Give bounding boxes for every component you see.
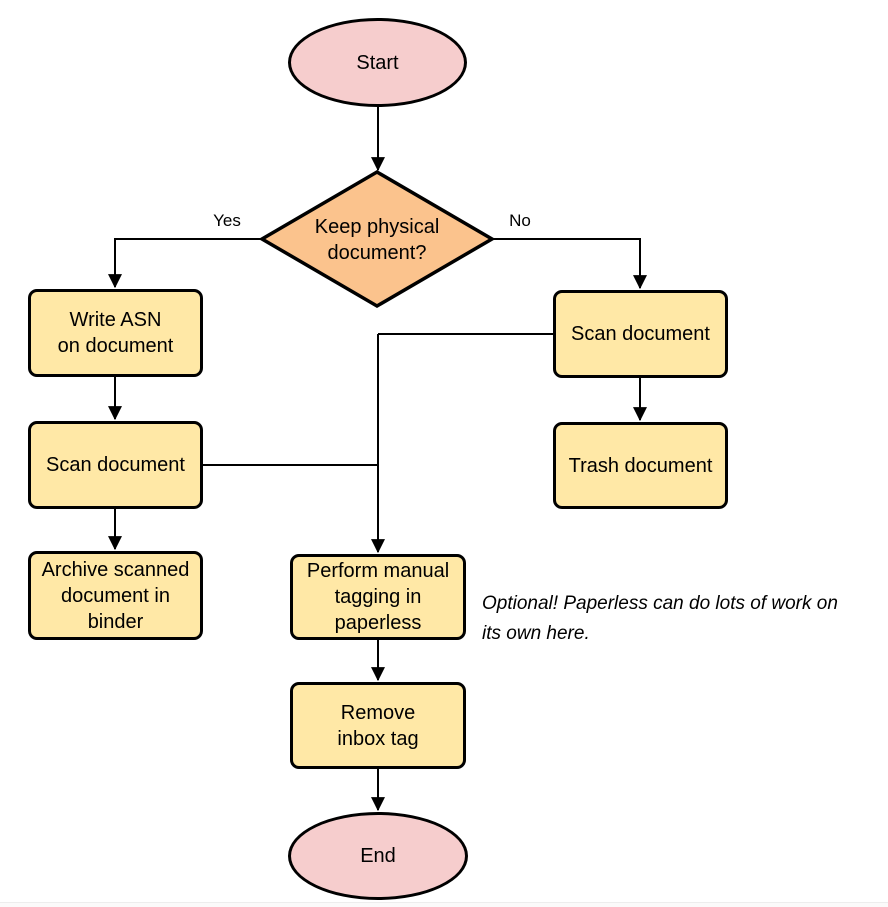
node-start: Start	[288, 18, 467, 107]
node-label-line: document in	[61, 584, 170, 607]
node-scan-document-right: Scan document	[553, 290, 728, 378]
node-remove-inbox-tag-label: Remove inbox tag	[337, 700, 418, 752]
node-decision-label: Keep physical document?	[277, 214, 477, 266]
decision-diamond-shape	[258, 169, 496, 309]
page-bottom-strip	[0, 903, 888, 907]
edge-label-yes: Yes	[213, 211, 241, 230]
node-label-line: binder	[87, 610, 144, 633]
node-label-line: Archive scanned	[41, 558, 190, 581]
node-end: End	[288, 812, 468, 900]
node-manual-tagging-label: Perform manual tagging in paperless	[307, 558, 449, 636]
note-line: its own here.	[482, 623, 590, 644]
node-end-label: End	[360, 845, 396, 867]
node-trash-document: Trash document	[553, 422, 728, 509]
node-remove-inbox-tag: Remove inbox tag	[290, 682, 466, 769]
edge-label-no: No	[509, 211, 531, 230]
node-archive-binder-label: Archive scanned document in binder	[42, 557, 190, 635]
node-manual-tagging: Perform manual tagging in paperless	[290, 554, 466, 640]
node-label-line: tagging in	[334, 586, 422, 608]
page-bottom-divider	[0, 902, 888, 903]
node-label-line: on document	[57, 335, 174, 357]
edge-decision-to-scan-right	[492, 238, 647, 290]
node-trash-document-label: Trash document	[568, 454, 713, 477]
node-label-line: inbox tag	[337, 727, 419, 750]
node-write-asn-label: Write ASN on document	[58, 307, 174, 359]
node-write-asn: Write ASN on document	[28, 289, 203, 377]
note-optional-paperless: Optional! Paperless can do lots of work …	[482, 589, 888, 649]
node-label-line: document?	[327, 242, 427, 264]
node-scan-document-right-label: Scan document	[571, 323, 710, 345]
edge-decision-to-write-asn	[108, 238, 262, 289]
node-label-line: Remove	[340, 701, 416, 724]
node-start-label: Start	[356, 51, 399, 74]
note-line: Optional! Paperless can do lots of work …	[482, 593, 838, 614]
node-scan-document-left-label: Scan document	[46, 454, 185, 476]
node-label-line: Keep physical	[314, 216, 440, 238]
node-label-line: Write ASN	[69, 309, 162, 331]
node-archive-binder: Archive scanned document in binder	[28, 551, 203, 640]
node-scan-document-left: Scan document	[28, 421, 203, 509]
node-label-line: Perform manual	[306, 560, 450, 582]
node-label-line: paperless	[334, 612, 422, 634]
